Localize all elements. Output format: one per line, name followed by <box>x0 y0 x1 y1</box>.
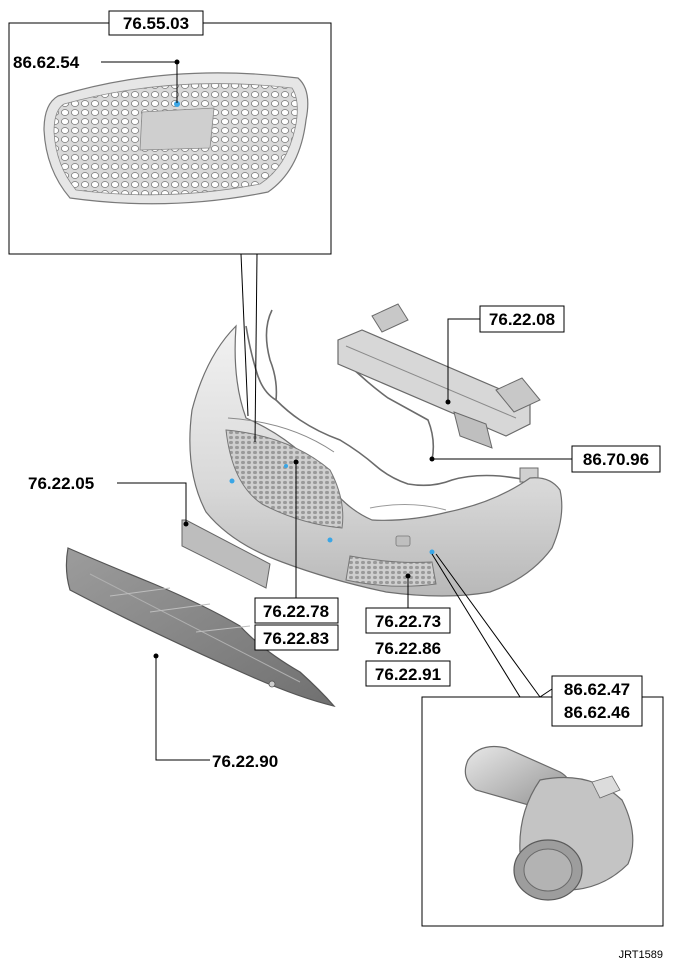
callout-grille-badge: 86.62.54 <box>13 53 80 72</box>
undertray <box>65 547 336 708</box>
parking-sensor-inset <box>421 696 664 927</box>
callout-wiring-harness: 86.70.96 <box>571 445 661 473</box>
svg-text:76.22.08: 76.22.08 <box>489 310 555 329</box>
grille-panel <box>43 72 309 205</box>
svg-text:86.62.47: 86.62.47 <box>564 680 630 699</box>
badge-marker <box>174 101 180 107</box>
svg-text:76.55.03: 76.55.03 <box>123 14 189 33</box>
svg-text:86.62.46: 86.62.46 <box>564 703 630 722</box>
svg-text:86.70.96: 86.70.96 <box>583 450 649 469</box>
callout-fog-trim: 76.22.73 76.22.86 76.22.91 <box>365 607 451 687</box>
leader-lines <box>101 59 572 761</box>
fog-lamp-opening <box>345 555 437 587</box>
sensor-inset-frame <box>421 696 664 927</box>
svg-text:76.22.73: 76.22.73 <box>375 612 441 631</box>
grille-badge-plate <box>139 107 215 151</box>
callout-reinforcement-beam: 76.22.08 <box>479 305 565 333</box>
reference-code: JRT1589 <box>619 949 663 961</box>
side-panel <box>181 519 271 589</box>
callout-parking-sensor: 86.62.47 86.62.46 <box>551 675 643 727</box>
reinforcement-beam <box>337 303 541 449</box>
parking-sensor <box>464 745 634 901</box>
callout-side-panel: 76.22.05 <box>28 474 94 493</box>
main-grille-opening <box>225 429 344 529</box>
callout-lower-grille: 76.22.78 76.22.83 <box>254 597 339 651</box>
callout-grille-assembly: 76.55.03 <box>108 10 204 36</box>
front-bumper <box>189 324 563 597</box>
svg-text:76.22.78: 76.22.78 <box>263 602 329 621</box>
grille-inset <box>8 22 332 255</box>
svg-text:76.22.83: 76.22.83 <box>263 629 329 648</box>
callout-undertray: 76.22.90 <box>212 752 278 771</box>
svg-text:76.22.86: 76.22.86 <box>375 639 441 658</box>
svg-text:76.22.91: 76.22.91 <box>375 665 441 684</box>
